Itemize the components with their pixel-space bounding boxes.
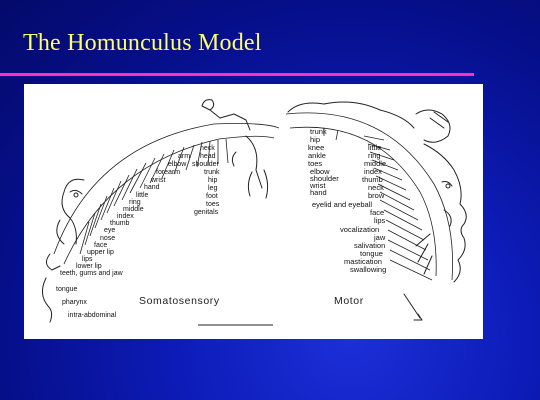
motor-label-wrist: wrist — [309, 181, 326, 190]
sensory-label-head: head — [200, 153, 216, 160]
motor-label-vocalization: vocalization — [340, 225, 379, 234]
motor-labels: trunk hip knee ankle toes elbow shoulder… — [308, 127, 386, 274]
motor-label-salivation: salivation — [354, 241, 385, 250]
sensory-label-middle: middle — [123, 206, 144, 213]
sensory-label-neck: neck — [200, 145, 215, 152]
sensory-label-genitals: genitals — [194, 209, 219, 216]
motor-label-little: little — [368, 143, 381, 152]
motor-label-shoulder: shoulder — [310, 174, 339, 183]
motor-label-brow: brow — [368, 191, 385, 200]
sensory-label-lips: lips — [82, 256, 93, 263]
motor-label-tongue: tongue — [360, 249, 383, 258]
sensory-homunculus-sketch — [42, 99, 269, 323]
motor-radial-lines — [323, 128, 433, 281]
motor-cortex-inner-arc — [289, 126, 437, 277]
sensory-radial-lines — [79, 138, 229, 255]
sensory-label-tongue: tongue — [56, 286, 78, 293]
sensory-label-ring: ring — [129, 199, 141, 206]
motor-caption: Motor — [334, 295, 364, 307]
motor-label-jaw: jaw — [373, 233, 386, 242]
sensory-label-intra-abdominal: intra-abdominal — [68, 312, 117, 319]
motor-label-elbow: elbow — [310, 167, 330, 176]
motor-label-mastication: mastication — [344, 257, 382, 266]
sensory-label-face: face — [94, 242, 107, 249]
sensory-label-upper-lip: upper lip — [87, 249, 114, 256]
sensory-cortex-inner-arc — [63, 135, 275, 265]
sensory-labels: neck head shoulder trunk hip leg foot to… — [56, 145, 220, 319]
sensory-label-shoulder: shoulder — [192, 161, 220, 168]
motor-label-lips: lips — [374, 216, 386, 225]
title-underline — [0, 73, 474, 76]
sensory-label-toes: toes — [206, 201, 220, 208]
motor-label-face: face — [370, 208, 384, 217]
somatosensory-caption: Somatosensory — [139, 295, 220, 307]
sensory-label-lower-lip: lower lip — [76, 263, 102, 270]
slide-title: The Homunculus Model — [23, 30, 262, 56]
motor-label-toes: toes — [308, 159, 322, 168]
sensory-label-pharynx: pharynx — [62, 299, 87, 306]
sensory-label-foot: foot — [206, 193, 218, 200]
sensory-label-leg: leg — [208, 185, 217, 192]
motor-label-index: index — [364, 167, 382, 176]
sensory-label-arm: arm — [178, 153, 190, 160]
sensory-label-little: little — [136, 192, 149, 199]
motor-label-hip: hip — [310, 135, 320, 144]
motor-homunculus-sketch — [287, 101, 467, 321]
motor-label-ring: ring — [368, 151, 381, 160]
motor-label-trunk: trunk — [310, 127, 327, 136]
motor-label-swallowing: swallowing — [350, 265, 386, 274]
sensory-label-trunk: trunk — [204, 169, 220, 176]
motor-label-hand: hand — [310, 188, 327, 197]
sensory-label-index: index — [117, 213, 134, 220]
sensory-cortex-outer-arc — [53, 123, 280, 255]
homunculus-drawing: neck head shoulder trunk hip leg foot to… — [42, 99, 467, 326]
sensory-label-forearm: forearm — [156, 169, 180, 176]
homunculus-figure: neck head shoulder trunk hip leg foot to… — [24, 84, 483, 339]
sensory-label-nose: nose — [100, 235, 115, 242]
sensory-label-elbow: elbow — [168, 161, 187, 168]
sensory-label-eye: eye — [104, 227, 115, 234]
motor-label-neck: neck — [368, 183, 384, 192]
motor-label-middle: middle — [364, 159, 386, 168]
sensory-label-hip: hip — [208, 177, 217, 184]
motor-label-knee: knee — [308, 143, 324, 152]
motor-cortex-outer-arc — [285, 112, 453, 281]
sensory-label-teeth: teeth, gums and jaw — [60, 270, 124, 277]
motor-label-eyelid-eyeball: eyelid and eyeball — [312, 200, 372, 209]
sensory-label-thumb: thumb — [110, 220, 130, 227]
sensory-label-wrist: wrist — [150, 177, 165, 184]
sensory-label-hand: hand — [144, 184, 160, 191]
motor-label-thumb: thumb — [362, 175, 383, 184]
motor-label-ankle: ankle — [308, 151, 326, 160]
